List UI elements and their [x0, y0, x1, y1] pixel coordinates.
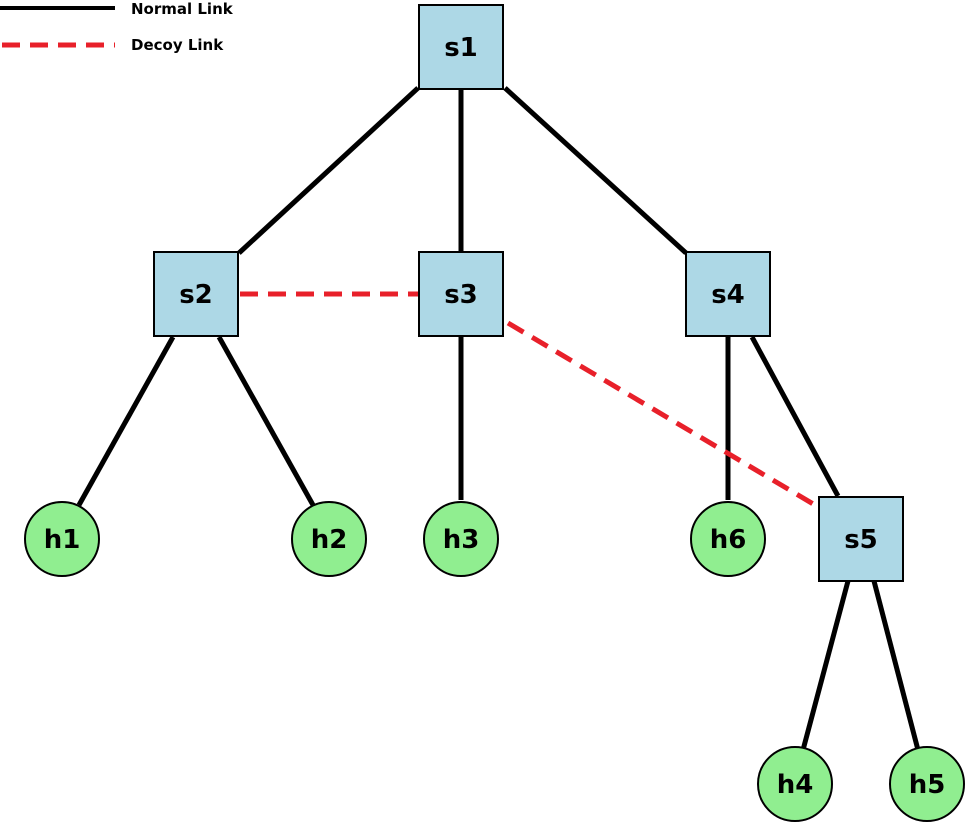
legend-normal-link-label: Normal Link — [131, 0, 234, 18]
switch-s4-label: s4 — [711, 280, 745, 310]
decoy-links — [240, 291, 822, 511]
host-h5: h5 — [889, 746, 965, 822]
decoy-link-s3-s5 — [506, 320, 822, 511]
legend: Normal Link Decoy Link — [0, 0, 234, 54]
link-s5-h4 — [800, 580, 851, 751]
link-s5-h5 — [871, 580, 921, 751]
host-h2: h2 — [291, 501, 367, 577]
switch-s1-label: s1 — [444, 33, 478, 63]
switch-s5: s5 — [818, 496, 904, 582]
host-h3: h3 — [423, 501, 499, 577]
switch-s4: s4 — [685, 251, 771, 337]
host-h1: h1 — [24, 501, 100, 577]
hosts: h1 h2 h3 h6 h4 h5 — [24, 501, 965, 822]
switch-s2-label: s2 — [179, 280, 213, 310]
host-h2-label: h2 — [311, 525, 348, 555]
host-h3-label: h3 — [443, 525, 480, 555]
switch-s2: s2 — [153, 251, 239, 337]
link-s1-s2 — [237, 86, 420, 255]
link-s1-s4 — [503, 86, 688, 255]
link-s4-s5 — [749, 335, 841, 498]
legend-decoy-link-label: Decoy Link — [131, 36, 224, 54]
host-h6: h6 — [690, 501, 766, 577]
switch-s3-label: s3 — [444, 280, 478, 310]
normal-links — [76, 86, 921, 751]
switches: s1 s2 s3 s4 s5 — [153, 4, 904, 582]
host-h4: h4 — [757, 746, 833, 822]
switch-s1: s1 — [418, 4, 504, 90]
link-s2-h1 — [76, 335, 176, 507]
switch-s5-label: s5 — [844, 525, 878, 555]
host-h5-label: h5 — [909, 770, 946, 800]
link-s2-h2 — [216, 335, 316, 507]
host-h1-label: h1 — [44, 525, 81, 555]
switch-s3: s3 — [418, 251, 504, 337]
host-h4-label: h4 — [777, 770, 814, 800]
host-h6-label: h6 — [710, 525, 747, 555]
